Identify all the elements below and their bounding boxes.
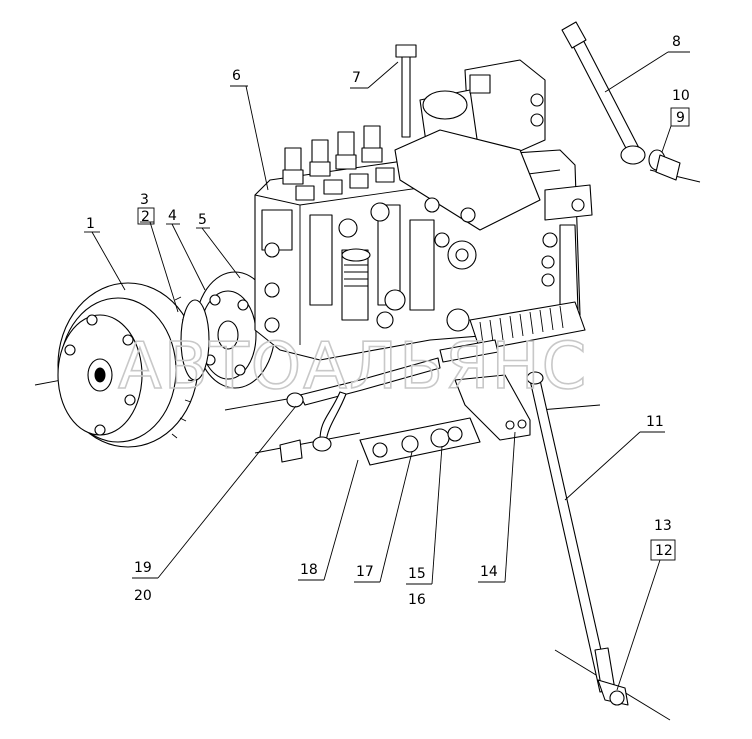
callout-1: 1	[86, 216, 95, 232]
callout-17: 17	[356, 564, 374, 580]
governor-actuator	[394, 59, 593, 316]
callout-6: 6	[232, 68, 241, 84]
callout-4: 4	[168, 208, 177, 224]
outlet-studs	[282, 125, 395, 201]
callout-15: 15	[408, 566, 426, 582]
callout-10: 10	[672, 88, 690, 104]
bracket	[454, 374, 531, 441]
callout-12-box	[650, 539, 676, 561]
lower-fuel-line	[279, 339, 499, 463]
callout-20: 20	[134, 588, 152, 604]
callout-14: 14	[480, 564, 498, 580]
manifold-plate	[359, 417, 481, 466]
drive-gear-hub	[57, 282, 199, 448]
callout-18: 18	[300, 562, 318, 578]
callout-9: 9	[676, 110, 685, 126]
watermark: АВТОАЛЬЯНС	[118, 330, 588, 404]
callout-3: 3	[140, 192, 149, 208]
callout-16: 16	[408, 592, 426, 608]
feed-block	[469, 301, 586, 351]
callouts: 1 3 2 4 5 6 7 8 10 9 11 13	[84, 34, 690, 691]
callout-13: 13	[654, 518, 672, 534]
callout-12: 12	[655, 543, 673, 559]
upper-pipe	[561, 21, 646, 165]
callout-19: 19	[134, 560, 152, 576]
plunger-barrels	[309, 204, 435, 321]
callout-7: 7	[352, 70, 361, 86]
return-pipe	[526, 371, 629, 706]
callout-8: 8	[672, 34, 681, 50]
long-bolt	[395, 44, 417, 138]
callout-11: 11	[646, 414, 664, 430]
banjo-bolt	[648, 149, 681, 181]
callout-9-box	[670, 107, 690, 127]
callout-2-box	[137, 207, 155, 225]
callout-2: 2	[141, 209, 150, 225]
callout-5: 5	[198, 212, 207, 228]
